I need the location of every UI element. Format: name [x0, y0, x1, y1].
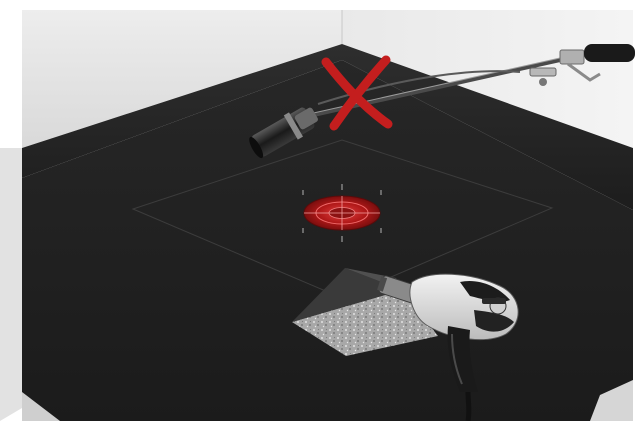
left-wall [0, 148, 22, 421]
